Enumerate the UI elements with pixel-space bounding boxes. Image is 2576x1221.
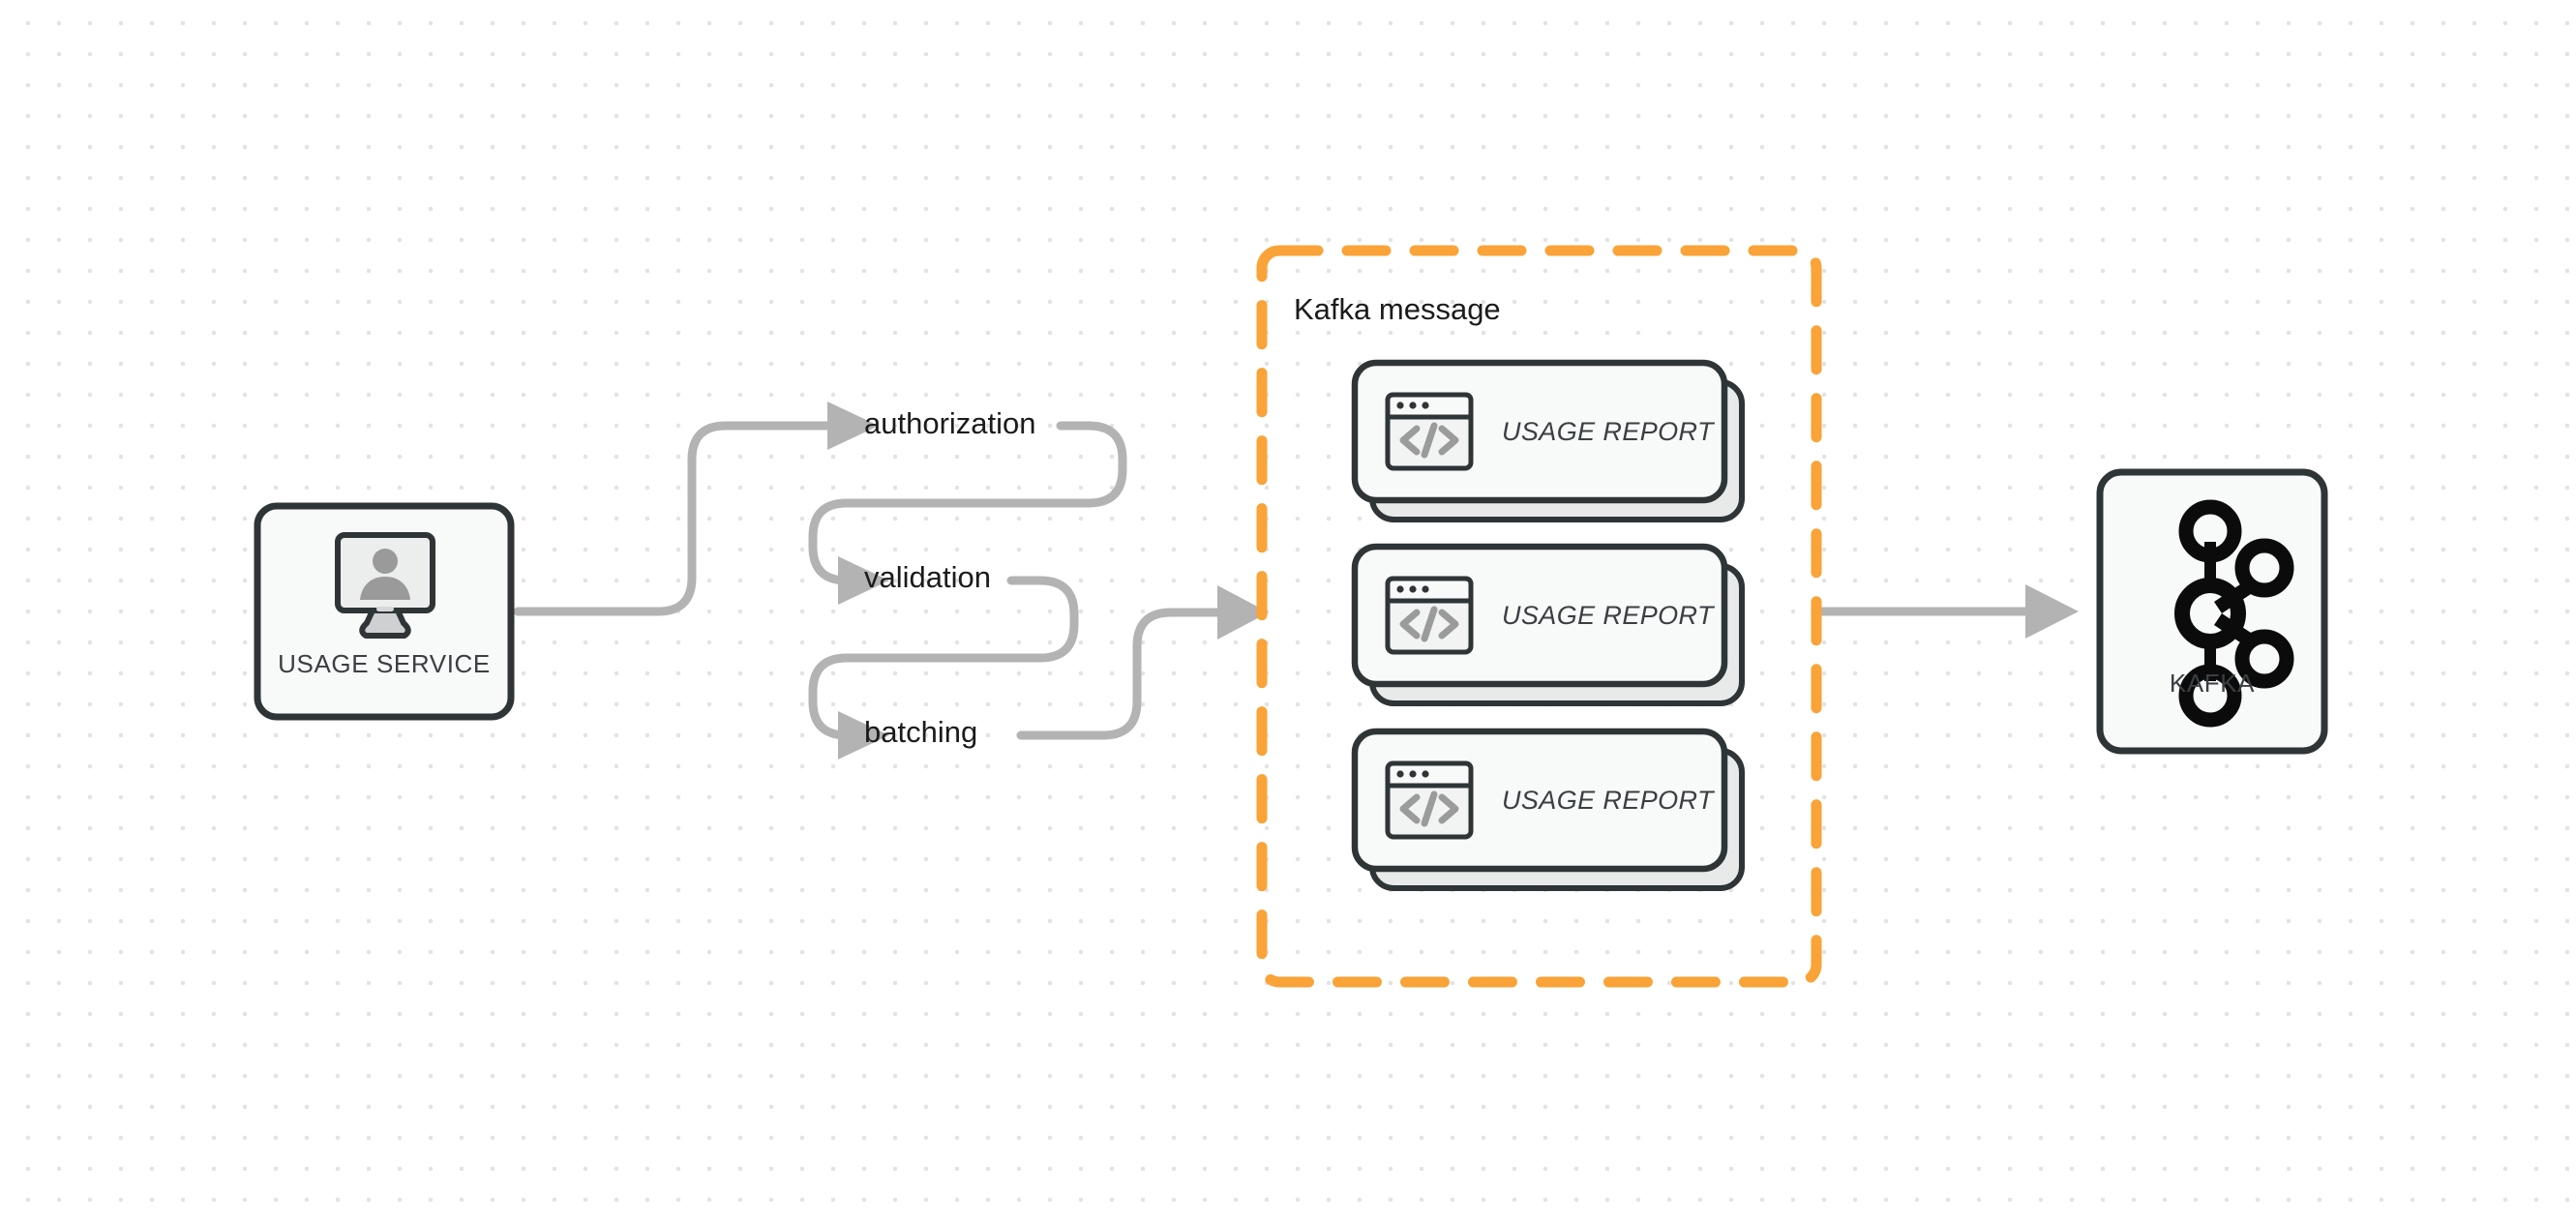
connector-validation-to-batching (808, 576, 1079, 759)
arrow-head-authorization (827, 402, 879, 450)
kafka-logo-icon (2174, 499, 2294, 728)
pipeline-step-validation: validation (864, 560, 991, 594)
arrow-head-kafka (2025, 584, 2079, 639)
kafka-message-group-title: Kafka message (1294, 292, 1501, 326)
node-usage-service[interactable]: USAGE SERVICE (254, 502, 515, 721)
monitor-user-icon (335, 532, 435, 639)
code-window-icon (1385, 576, 1474, 655)
code-window-icon (1385, 760, 1474, 840)
usage-report-card-1[interactable]: USAGE REPORT (1351, 359, 1745, 522)
usage-report-card-2[interactable]: USAGE REPORT (1351, 543, 1745, 706)
kafka-label: KAFKA (2170, 669, 2255, 698)
pipeline-step-batching: batching (864, 715, 977, 749)
arrow-head-kafka-message (1217, 585, 1269, 640)
connector-authorization-to-validation (808, 421, 1127, 605)
connector-service-to-authorization (513, 402, 879, 616)
usage-report-card-label: USAGE REPORT (1502, 786, 1716, 815)
connector-kafka-message-to-kafka (1816, 584, 2079, 639)
connector-batching-to-kafka-message (1016, 585, 1269, 740)
kafka-message-group-border (1256, 245, 1822, 988)
node-kafka[interactable]: KAFKA (2096, 468, 2328, 755)
code-window-icon (1385, 392, 1474, 471)
pipeline-step-authorization: authorization (864, 406, 1036, 440)
usage-report-card-3[interactable]: USAGE REPORT (1351, 728, 1745, 891)
usage-service-label: USAGE SERVICE (278, 649, 491, 678)
usage-report-card-label: USAGE REPORT (1502, 601, 1716, 630)
arrow-head-batching (838, 711, 889, 759)
usage-report-card-label: USAGE REPORT (1502, 417, 1716, 446)
arrow-head-validation (838, 556, 889, 605)
